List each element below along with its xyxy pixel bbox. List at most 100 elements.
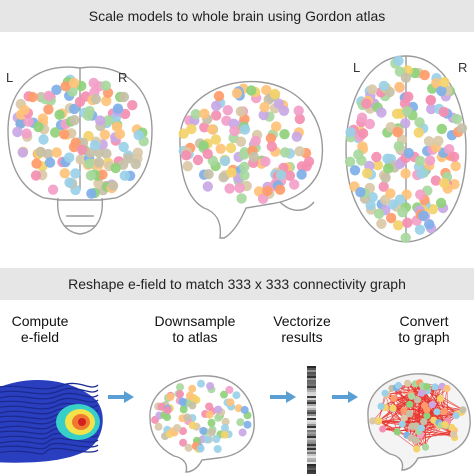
- graph-node: [421, 402, 429, 410]
- parcel-dot: [356, 112, 368, 123]
- parcel-dot: [199, 122, 210, 133]
- graph-edge: [382, 425, 413, 430]
- vector-cell: [307, 368, 316, 370]
- parcel-dot: [51, 84, 62, 95]
- parcel-dot: [38, 134, 49, 145]
- parcel-dot: [355, 187, 366, 198]
- parcel-dot: [43, 104, 54, 115]
- arrow-right-icon: [270, 391, 296, 403]
- vector-cell: [307, 432, 316, 434]
- vector-cell: [307, 424, 316, 426]
- graph-node: [420, 418, 428, 426]
- parcel-dot: [430, 175, 442, 186]
- graph-node: [421, 443, 430, 451]
- step-line: Vectorize: [273, 313, 331, 329]
- gyrus-line: [0, 437, 99, 445]
- parcel-dot: [246, 85, 257, 96]
- parcel-dot: [181, 150, 192, 161]
- parcel-dot: [190, 109, 201, 120]
- connectivity-graph-brain: [367, 373, 471, 471]
- vector-cell: [307, 408, 316, 410]
- vector-cell: [307, 380, 316, 382]
- parcel-dot: [178, 397, 187, 406]
- parcel-dot: [196, 444, 205, 453]
- parcel-dot: [439, 177, 450, 189]
- vector-cell: [307, 376, 316, 378]
- brain-outline: [179, 80, 324, 239]
- vector-cell: [307, 418, 316, 420]
- parcel-dot: [275, 169, 287, 181]
- parcel-dot: [424, 219, 435, 230]
- parcel-dot: [211, 110, 222, 121]
- parcel-dot: [47, 184, 59, 195]
- gyrus-line: [0, 447, 99, 455]
- step-line: Compute: [11, 313, 69, 329]
- step-line: to graph: [398, 329, 450, 345]
- vector-cell: [307, 366, 316, 368]
- parcel-dot: [353, 149, 364, 160]
- parcel-dot: [426, 103, 437, 115]
- graph-node: [379, 425, 387, 433]
- vector-cell: [307, 390, 316, 392]
- parcel-dot: [197, 379, 205, 388]
- parcel-dot: [403, 91, 414, 102]
- arrow-right-icon: [332, 391, 358, 403]
- parcel-dot: [229, 125, 240, 137]
- parcel-dot: [361, 98, 372, 109]
- parcel-dot: [402, 106, 413, 117]
- vector-cell: [307, 472, 316, 474]
- vector-cell: [307, 372, 316, 374]
- parcel-dot: [239, 161, 250, 172]
- parcel-dot: [413, 127, 424, 138]
- parcel-dot: [23, 116, 34, 127]
- parcel-dot: [378, 80, 390, 92]
- parcel-dot: [289, 179, 300, 190]
- parcel-dot: [258, 109, 269, 121]
- parcel-dot: [21, 128, 32, 139]
- step-label-convert: Convert to graph: [384, 313, 464, 345]
- graph-edge: [380, 406, 421, 435]
- parcel-dot: [74, 96, 86, 107]
- parcel-dot: [51, 147, 62, 158]
- parcel-dot: [182, 161, 193, 172]
- parcel-dot: [70, 137, 82, 148]
- parcel-dot: [248, 151, 259, 163]
- parcel-dot: [239, 124, 251, 135]
- parcel-dot: [240, 405, 249, 414]
- parcel-dot: [154, 422, 163, 431]
- vector-cell: [307, 392, 316, 394]
- parcel-dot: [199, 426, 208, 435]
- arrow-shape: [108, 391, 134, 403]
- parcel-dot: [184, 443, 193, 452]
- parcel-dot: [207, 418, 216, 427]
- parcel-dot: [176, 383, 184, 392]
- parcel-dot: [97, 169, 108, 180]
- parcel-dot: [68, 77, 80, 89]
- parcel-dot: [376, 107, 387, 118]
- vector-cell: [307, 420, 316, 422]
- parcel-dot: [439, 77, 450, 88]
- parcel-dot: [212, 435, 221, 443]
- parcel-dot: [239, 113, 250, 125]
- parcel-dot: [27, 91, 38, 103]
- gyrus-line: [0, 397, 99, 405]
- parcel-dot: [296, 169, 307, 180]
- parcel-dot: [243, 420, 252, 429]
- parcel-dot: [345, 127, 356, 138]
- parcel-dot: [262, 185, 273, 197]
- top-banner-title: Scale models to whole brain using Gordon…: [88, 8, 386, 24]
- parcel-dot: [85, 170, 97, 181]
- vector-cell: [307, 456, 316, 458]
- step-line: Convert: [399, 313, 449, 329]
- gyrus-line: [0, 442, 99, 450]
- parcel-dot: [99, 129, 111, 140]
- parcel-dot: [33, 121, 44, 133]
- parcel-dot: [202, 148, 213, 160]
- parcel-dot: [362, 168, 373, 179]
- parcel-dot: [101, 95, 112, 107]
- parcel-dot: [179, 427, 187, 436]
- parcel-dot: [86, 188, 97, 199]
- parcel-dot: [261, 84, 272, 96]
- parcel-dot: [402, 217, 413, 228]
- graph-node: [375, 417, 383, 425]
